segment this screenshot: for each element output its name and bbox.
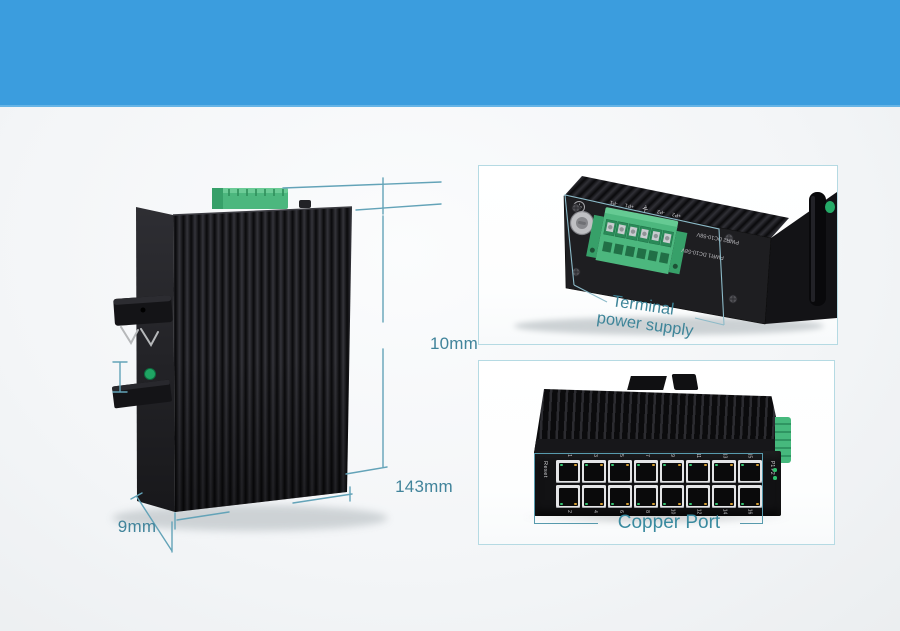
rj45-port bbox=[633, 485, 659, 508]
dimension-lines bbox=[112, 177, 442, 553]
rj45-port bbox=[581, 485, 607, 508]
rj45-port bbox=[633, 460, 659, 483]
copper-caption: Copper Port bbox=[617, 512, 721, 533]
terminal-block-top bbox=[212, 188, 288, 209]
side-button bbox=[144, 368, 156, 380]
ground-icon bbox=[642, 205, 648, 213]
copper-annotation-line-left bbox=[534, 522, 598, 524]
rj45-port bbox=[737, 460, 762, 483]
rj45-port bbox=[659, 485, 685, 508]
ground-screw bbox=[569, 210, 595, 236]
din-rail-clip bbox=[112, 295, 173, 409]
power-led-label: P1 P2 bbox=[769, 461, 775, 475]
pin-label: +P2 bbox=[671, 211, 681, 219]
port-grid bbox=[556, 460, 762, 508]
rj45-port bbox=[711, 460, 737, 483]
device-side-face bbox=[136, 207, 175, 512]
rj45-port bbox=[737, 485, 762, 508]
pin-label: -P1 bbox=[609, 199, 618, 206]
din-clip-tab bbox=[627, 376, 667, 390]
header-band bbox=[0, 0, 900, 107]
rj45-port bbox=[581, 460, 607, 483]
rj45-port bbox=[607, 460, 633, 483]
rj45-port bbox=[556, 460, 581, 483]
copper-annotation-line-right bbox=[740, 522, 763, 524]
rj45-port bbox=[659, 460, 685, 483]
dim-clip-depth: 9mm bbox=[117, 517, 157, 536]
pin-label: -P2 bbox=[656, 208, 665, 215]
rj45-port bbox=[711, 485, 737, 508]
terminal-closeup-photo: -P1 +P1 -P2 +P2 PWR2 DC10-58V PWR1 DC10-… bbox=[514, 176, 837, 335]
top-connector-nub bbox=[299, 200, 311, 208]
power-led bbox=[773, 468, 777, 472]
closeup-top-fins bbox=[564, 176, 789, 238]
dim-body-height: 143mm bbox=[395, 477, 453, 496]
closeup-side-button bbox=[825, 201, 835, 213]
closeup-side-face bbox=[765, 192, 837, 324]
device-shadow bbox=[112, 505, 388, 531]
dim-terminal-height: 10mm bbox=[429, 334, 479, 353]
rj45-port bbox=[556, 485, 581, 508]
power-led bbox=[773, 476, 777, 480]
rj45-port bbox=[685, 485, 711, 508]
terminal-panel: -P1 +P1 -P2 +P2 PWR2 DC10-58V PWR1 DC10-… bbox=[478, 165, 838, 345]
front-view-top-fins bbox=[534, 388, 784, 453]
rj45-port bbox=[685, 460, 711, 483]
terminal-annotation-bracket bbox=[564, 194, 725, 326]
main-product-photo bbox=[112, 177, 442, 553]
pin-label: +P1 bbox=[624, 202, 634, 210]
rj45-port bbox=[607, 485, 633, 508]
din-clip-tab bbox=[671, 374, 699, 390]
copper-annotation-box bbox=[534, 453, 763, 523]
reset-label: Reset bbox=[542, 461, 548, 478]
